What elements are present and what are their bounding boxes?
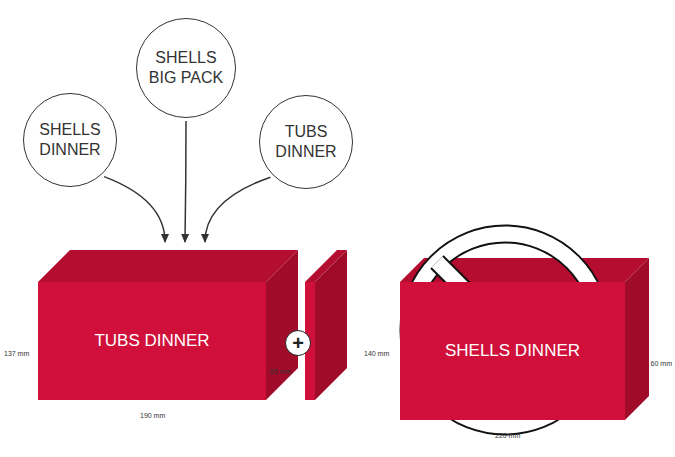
node-text: +	[292, 333, 304, 353]
box-side-face	[625, 258, 649, 420]
node-text: SHELLS BIG PACK	[143, 48, 229, 88]
box-front-face: TUBS DINNER	[38, 282, 266, 400]
dimension-label: 137 mm	[4, 350, 29, 357]
curved-arrow	[104, 177, 165, 242]
category-circle: SHELLS BIG PACK	[136, 18, 236, 118]
box-front-face: SHELLS DINNER	[400, 282, 625, 420]
category-circle: SHELLS DINNER	[23, 93, 117, 187]
node-text: TUBS DINNER	[94, 331, 209, 351]
dimension-label: 60 mm	[651, 360, 672, 367]
dimension-label: 190 mm	[140, 412, 165, 419]
node-text: SHELLS DINNER	[30, 120, 110, 160]
category-circle: TUBS DINNER	[259, 95, 353, 189]
plus-symbol: +	[285, 330, 311, 356]
node-text: TUBS DINNER	[266, 122, 346, 162]
slab-side-face	[315, 250, 347, 400]
node-text: SHELLS DINNER	[445, 341, 580, 361]
box-side-face	[266, 250, 298, 400]
dimension-label: 220 mm	[495, 432, 520, 439]
dimension-label: 140 mm	[364, 350, 389, 357]
dimension-label: 65 mm	[270, 368, 291, 375]
curved-arrow	[185, 121, 186, 242]
curved-arrow	[205, 177, 270, 242]
box-top-face	[38, 250, 298, 282]
